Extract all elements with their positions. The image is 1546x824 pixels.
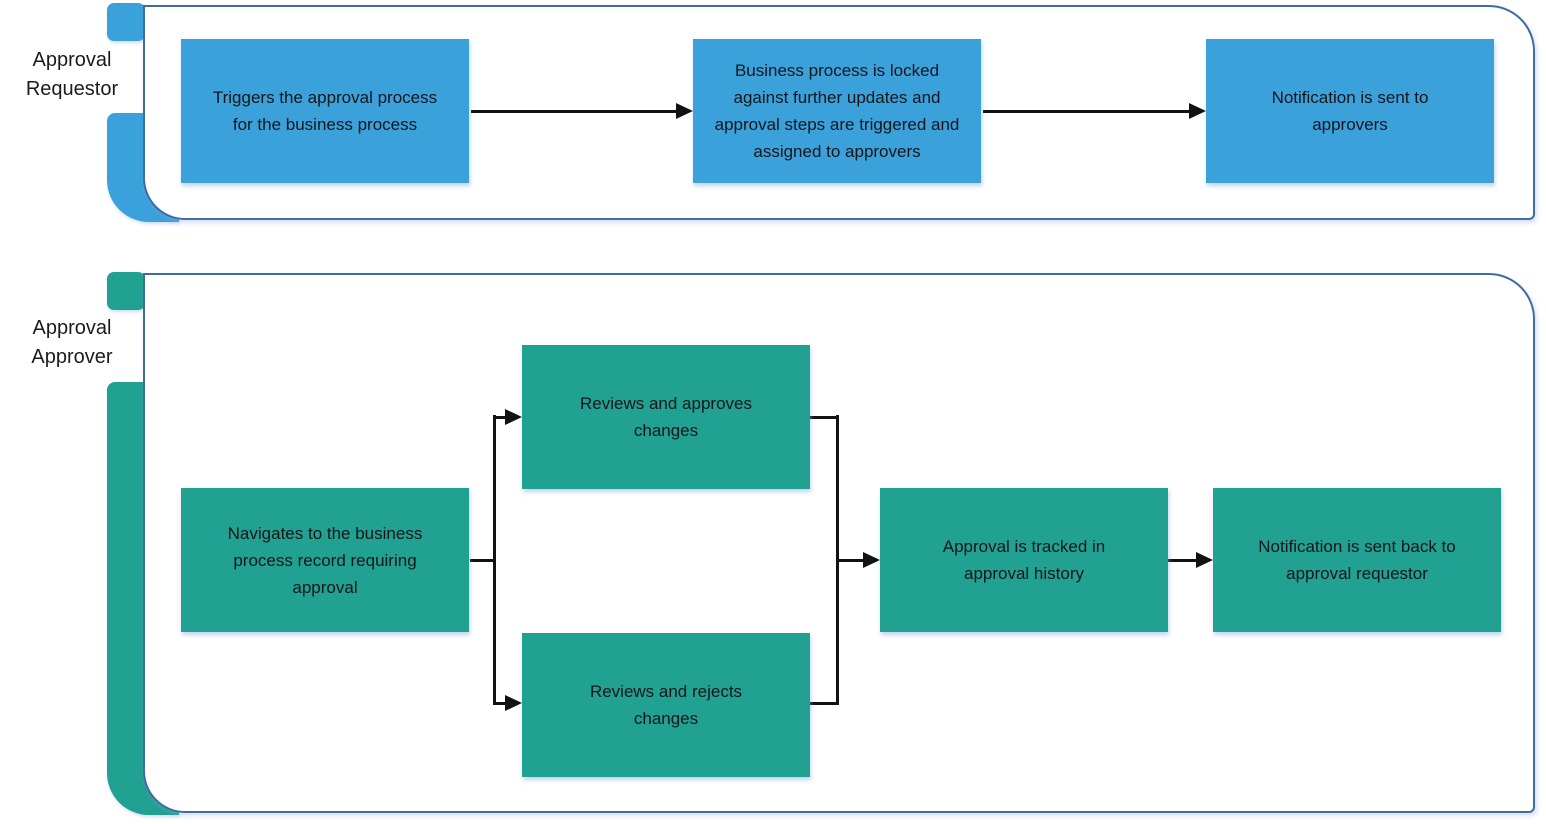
step-triggers-approval: Triggers the approval process for the bu… <box>181 39 469 183</box>
step-text: Reviews and approves changes <box>580 394 752 440</box>
step-text: Notification is sent back to approval re… <box>1258 537 1456 583</box>
connector-line <box>493 415 496 705</box>
step-navigate-record: Navigates to the business process record… <box>181 488 469 632</box>
arrowhead-icon <box>505 695 522 711</box>
connector-line <box>810 702 839 705</box>
arrowhead-icon <box>863 552 880 568</box>
step-text: Reviews and rejects changes <box>589 682 743 728</box>
lane-approver-tab <box>107 272 145 310</box>
lane-requestor-label: Approval Requestor <box>25 49 119 100</box>
connector-line <box>470 559 496 562</box>
connector-line <box>836 559 863 562</box>
connector-line <box>1168 559 1196 562</box>
connector-line <box>983 110 1189 113</box>
connector-line <box>493 702 506 705</box>
lane-requestor-tab <box>107 3 145 41</box>
step-text: Approval is tracked in approval history <box>942 537 1106 583</box>
step-notify-approvers: Notification is sent to approvers <box>1206 39 1494 183</box>
connector-line <box>493 416 506 419</box>
arrowhead-icon <box>676 103 693 119</box>
connector-line <box>471 110 677 113</box>
step-notify-requestor: Notification is sent back to approval re… <box>1213 488 1501 632</box>
connector-line <box>810 416 839 419</box>
step-track-history: Approval is tracked in approval history <box>880 488 1168 632</box>
arrowhead-icon <box>1196 552 1213 568</box>
step-text: Triggers the approval process for the bu… <box>212 88 438 134</box>
arrowhead-icon <box>505 409 522 425</box>
step-text: Business process is locked against furth… <box>714 61 960 161</box>
step-text: Notification is sent to approvers <box>1271 88 1429 134</box>
step-reject-changes: Reviews and rejects changes <box>522 633 810 777</box>
step-process-locked: Business process is locked against furth… <box>693 39 981 183</box>
lane-approver-label: Approval Approver <box>31 317 113 368</box>
arrowhead-icon <box>1189 103 1206 119</box>
step-text: Navigates to the business process record… <box>227 523 423 597</box>
step-approve-changes: Reviews and approves changes <box>522 345 810 489</box>
